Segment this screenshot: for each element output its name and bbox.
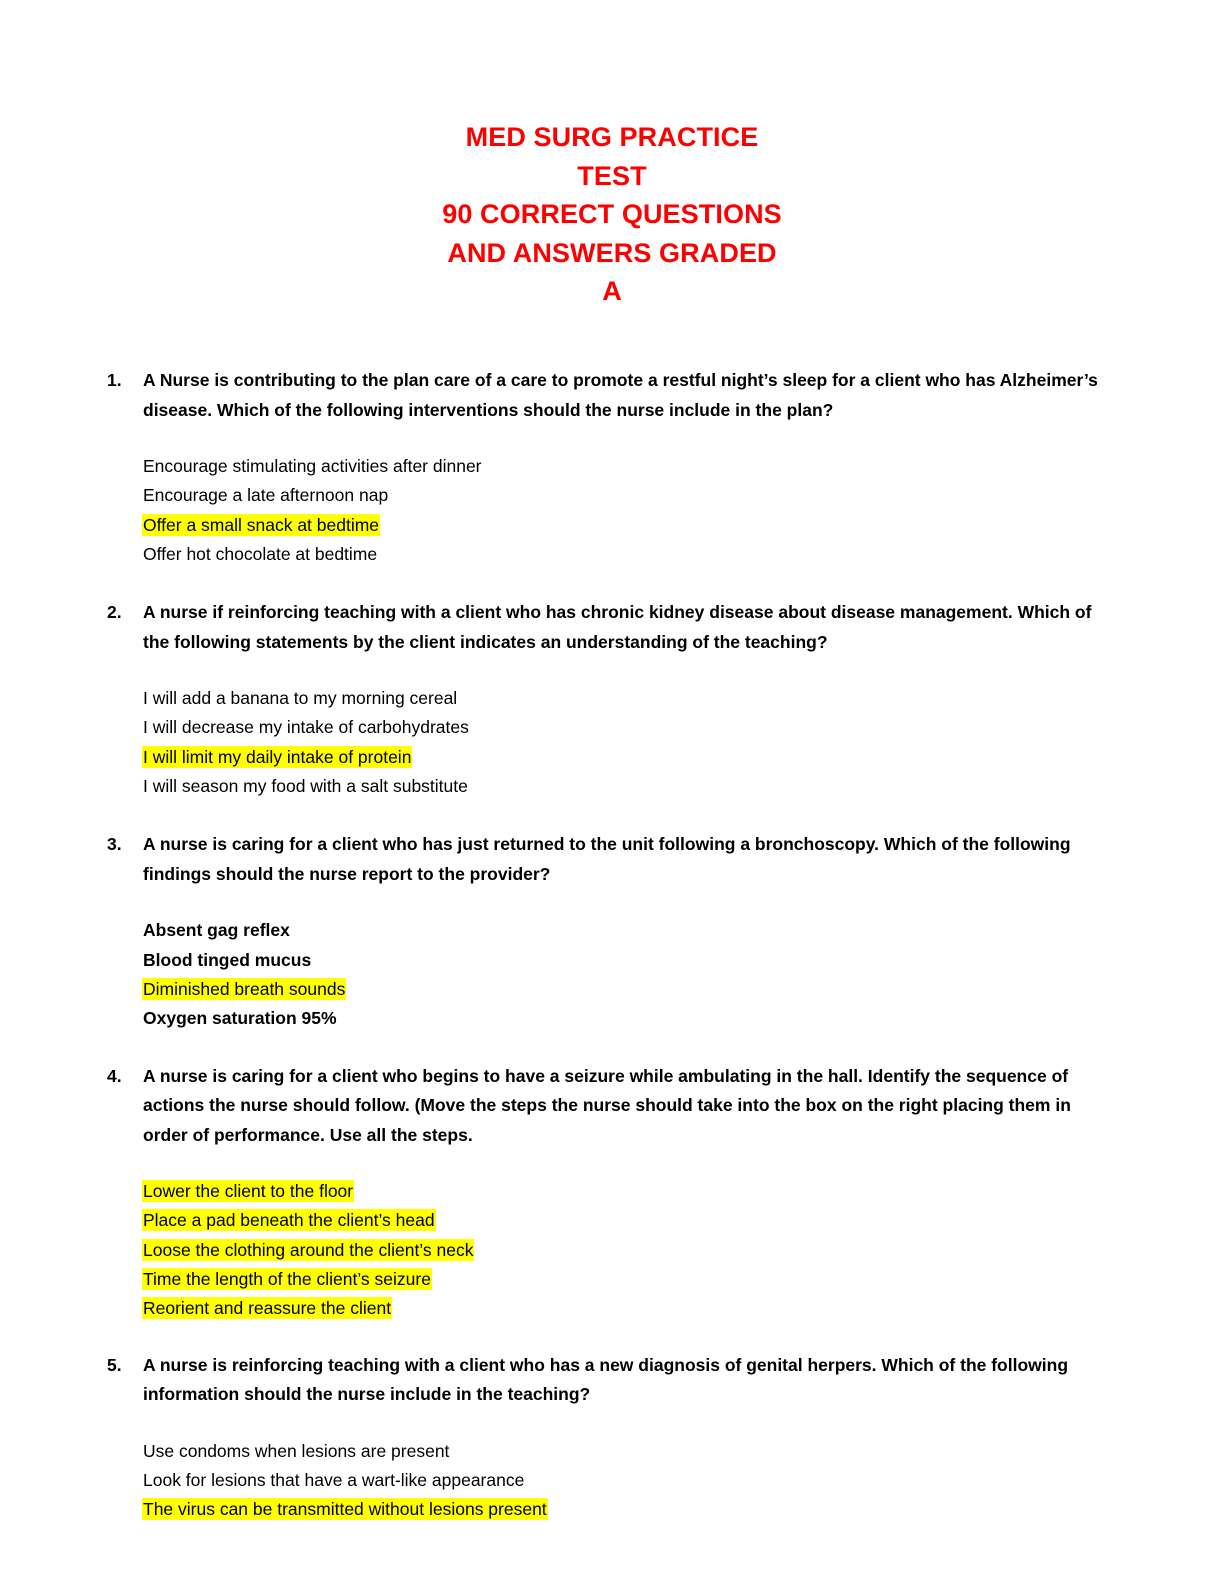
- sequence-step-4[interactable]: Time the length of the client’s seizure: [143, 1265, 1120, 1294]
- question-spacer: [0, 801, 1224, 830]
- option-label: Look for lesions that have a wart-like a…: [143, 1469, 525, 1490]
- option-label: I will limit my daily intake of protein: [143, 746, 412, 767]
- option-label: Encourage stimulating activities after d…: [143, 456, 482, 476]
- option-label: Loose the clothing around the client’s n…: [143, 1239, 474, 1260]
- option-label: Oxygen saturation 95%: [143, 1008, 337, 1029]
- option-item[interactable]: Look for lesions that have a wart-like a…: [143, 1466, 1120, 1495]
- question-number-1: 1.: [107, 370, 122, 390]
- title-line-3: 90 CORRECT QUESTIONS: [442, 199, 782, 229]
- option-list-2: I will add a banana to my morning cereal…: [143, 657, 1120, 801]
- question-stem-4: A nurse is caring for a client who begin…: [143, 1065, 1071, 1145]
- option-item[interactable]: Offer hot chocolate at bedtime: [143, 540, 1120, 569]
- option-list-1: Encourage stimulating activities after d…: [143, 425, 1120, 569]
- option-item[interactable]: Blood tinged mucus: [143, 946, 1120, 975]
- option-label: I will season my food with a salt substi…: [143, 776, 468, 797]
- option-item[interactable]: Absent gag reflex: [143, 916, 1120, 945]
- option-list-5: Use condoms when lesions are present Loo…: [143, 1410, 1120, 1525]
- option-label: Use condoms when lesions are present: [143, 1440, 450, 1461]
- option-item[interactable]: Use condoms when lesions are present: [143, 1437, 1120, 1466]
- option-item-correct[interactable]: The virus can be transmitted without les…: [143, 1495, 1120, 1524]
- question-number-4: 4.: [107, 1065, 122, 1086]
- sequence-step-1[interactable]: Lower the client to the floor: [143, 1177, 1120, 1206]
- question-spacer: [0, 569, 1224, 598]
- question-stem-1: A Nurse is contributing to the plan care…: [143, 370, 1098, 420]
- option-item-correct[interactable]: I will limit my daily intake of protein: [143, 743, 1120, 772]
- question-item-1: 1. A Nurse is contributing to the plan c…: [0, 366, 1224, 569]
- option-item-correct[interactable]: Diminished breath sounds: [143, 975, 1120, 1004]
- question-item-4: 4. A nurse is caring for a client who be…: [0, 1062, 1224, 1324]
- question-list: 1. A Nurse is contributing to the plan c…: [0, 366, 1224, 1524]
- page-title: MED SURG PRACTICE TEST 90 CORRECT QUESTI…: [0, 118, 1224, 311]
- option-label: Encourage a late afternoon nap: [143, 485, 389, 506]
- question-item-2: 2. A nurse if reinforcing teaching with …: [0, 598, 1224, 801]
- title-line-4: AND ANSWERS GRADED: [447, 237, 777, 268]
- option-label: Reorient and reassure the client: [143, 1298, 392, 1319]
- option-label: Lower the client to the floor: [143, 1181, 354, 1202]
- title-line-5: A: [602, 276, 622, 306]
- question-item-5: 5. A nurse is reinforcing teaching with …: [0, 1351, 1224, 1525]
- option-item-correct[interactable]: Offer a small snack at bedtime: [143, 511, 1120, 540]
- question-number-3: 3.: [107, 834, 122, 855]
- option-list-3: Absent gag reflex Blood tinged mucus Dim…: [143, 889, 1120, 1033]
- option-item[interactable]: Encourage stimulating activities after d…: [143, 452, 1120, 481]
- sequence-step-3[interactable]: Loose the clothing around the client’s n…: [143, 1236, 1120, 1265]
- option-label: I will add a banana to my morning cereal: [143, 688, 458, 709]
- question-spacer: [0, 1034, 1224, 1062]
- option-item[interactable]: I will decrease my intake of carbohydrat…: [143, 713, 1120, 742]
- option-item[interactable]: Oxygen saturation 95%: [143, 1004, 1120, 1033]
- question-stem-3: A nurse is caring for a client who has j…: [143, 834, 1071, 884]
- option-label: The virus can be transmitted without les…: [143, 1499, 547, 1520]
- question-item-3: 3. A nurse is caring for a client who ha…: [0, 830, 1224, 1033]
- option-item[interactable]: I will season my food with a salt substi…: [143, 772, 1120, 801]
- question-spacer: [0, 1324, 1224, 1351]
- option-item[interactable]: I will add a banana to my morning cereal: [143, 684, 1120, 713]
- option-label: Offer a small snack at bedtime: [143, 514, 380, 535]
- title-line-1: MED SURG PRACTICE: [465, 122, 759, 152]
- option-label: Absent gag reflex: [143, 920, 290, 941]
- option-label: Place a pad beneath the client’s head: [143, 1210, 435, 1231]
- option-label: Time the length of the client’s seizure: [143, 1268, 431, 1289]
- question-stem-2: A nurse if reinforcing teaching with a c…: [143, 602, 1092, 652]
- question-number-5: 5.: [107, 1354, 122, 1375]
- sequence-step-5[interactable]: Reorient and reassure the client: [143, 1294, 1120, 1323]
- option-label: Blood tinged mucus: [143, 949, 312, 970]
- sequence-step-2[interactable]: Place a pad beneath the client’s head: [143, 1206, 1120, 1235]
- option-item[interactable]: Encourage a late afternoon nap: [143, 481, 1120, 510]
- title-line-2: TEST: [577, 160, 647, 191]
- option-label: Diminished breath sounds: [143, 978, 346, 999]
- option-list-4: Lower the client to the floor Place a pa…: [143, 1150, 1120, 1323]
- question-stem-5: A nurse is reinforcing teaching with a c…: [143, 1354, 1069, 1405]
- question-number-2: 2.: [107, 602, 122, 623]
- option-label: I will decrease my intake of carbohydrat…: [143, 717, 469, 738]
- option-label: Offer hot chocolate at bedtime: [143, 543, 378, 564]
